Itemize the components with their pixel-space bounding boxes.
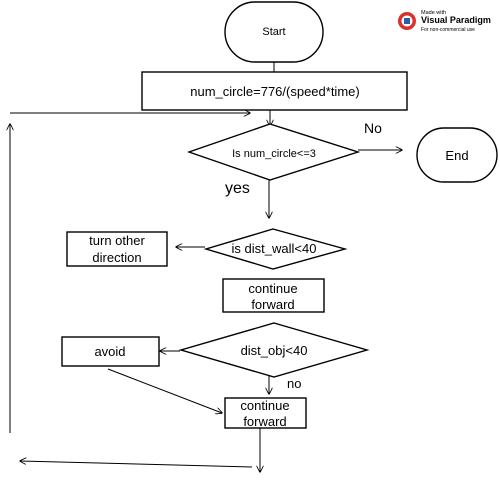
turn-node[interactable]: turn other direction	[66, 231, 168, 267]
connectors	[10, 62, 402, 472]
continue2-label-line1: continue	[240, 398, 289, 413]
watermark-brand: Visual Paradigm	[421, 15, 491, 25]
continue-forward-node-1[interactable]: continue forward	[222, 278, 325, 313]
turn-label-line2: direction	[92, 250, 141, 265]
watermark-license: For non-commercial use	[421, 27, 475, 33]
visual-paradigm-watermark: Made with Visual Paradigm For non-commer…	[398, 10, 491, 33]
connector-avoid-to-continue	[107, 368, 222, 413]
continue2-label-line2: forward	[243, 414, 286, 429]
watermark-made-with: Made with	[421, 10, 446, 16]
decision-wall-label: is dist_wall<40	[232, 241, 317, 256]
decision-wall-node[interactable]: is dist_wall<40	[203, 228, 348, 270]
avoid-label: avoid	[94, 344, 125, 359]
continue1-label-line1: continue	[248, 281, 297, 296]
no-label-top: No	[364, 120, 382, 136]
decision-obj-label: dist_obj<40	[241, 343, 308, 358]
continue-forward-node-2[interactable]: continue forward	[224, 397, 307, 429]
continue1-label-line2: forward	[251, 297, 294, 312]
calc-label: num_circle=776/(speed*time)	[190, 84, 359, 99]
decision-obj-node[interactable]: dist_obj<40	[178, 322, 370, 378]
avoid-node[interactable]: avoid	[61, 336, 160, 367]
start-label: Start	[262, 26, 285, 38]
end-label: End	[445, 148, 468, 163]
decision-circle-node[interactable]: Is num_circle<=3	[186, 123, 361, 181]
start-node[interactable]: Start	[224, 1, 324, 63]
calc-node[interactable]: num_circle=776/(speed*time)	[141, 71, 408, 111]
end-node[interactable]: End	[416, 127, 498, 183]
connector-return-left	[20, 461, 253, 468]
yes-label: yes	[225, 180, 250, 197]
visual-paradigm-logo-icon	[398, 12, 416, 30]
no-label-bottom: no	[287, 376, 301, 391]
decision-circle-label: Is num_circle<=3	[232, 148, 316, 160]
turn-label-line1: turn other	[89, 233, 145, 248]
